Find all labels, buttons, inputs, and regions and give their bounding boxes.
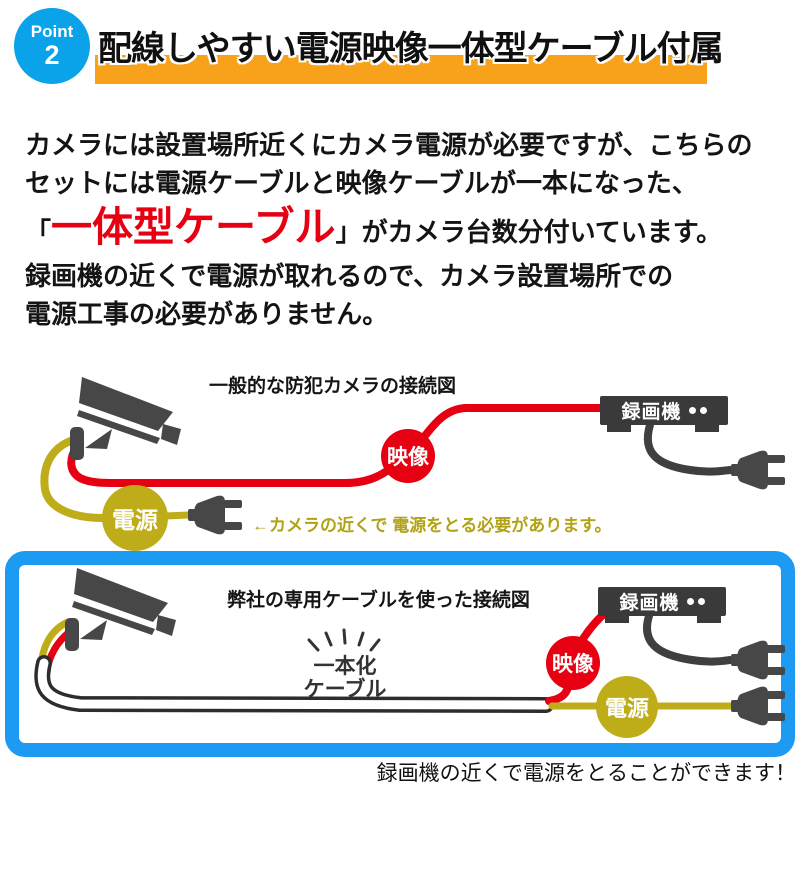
recorder-foot bbox=[607, 425, 631, 432]
recorder-power-cord bbox=[643, 421, 734, 476]
intro-line-1: カメラには設置場所近くにカメラ電源が必要ですが、こちらの bbox=[25, 130, 753, 160]
recorder-power-plug-icon bbox=[731, 640, 785, 680]
power-cable-stub bbox=[162, 511, 192, 520]
camera-icon bbox=[70, 377, 181, 460]
point-badge: Point 2 bbox=[14, 8, 90, 84]
camera-icon bbox=[65, 568, 176, 651]
footer-note: 録画機の近くで電源をとることができます！ bbox=[376, 762, 796, 785]
integrated-cable-label: 一本化 ケーブル bbox=[295, 655, 395, 701]
recorder-box: 録画機 bbox=[600, 396, 728, 425]
recorder-led-dots bbox=[688, 407, 707, 414]
recorder-foot bbox=[605, 616, 629, 623]
video-badge: 映像 bbox=[546, 636, 600, 690]
integrated-diagram-title: 弊社の専用ケーブルを使った接続図 bbox=[227, 590, 530, 611]
integrated-cable-core bbox=[37, 658, 551, 710]
generic-diagram-title: 一般的な防犯カメラの接続図 bbox=[209, 376, 457, 397]
recorder-box: 録画機 bbox=[598, 587, 726, 616]
video-cable bbox=[67, 404, 605, 488]
camera-power-plug-icon bbox=[731, 686, 785, 726]
video-badge: 映像 bbox=[381, 429, 435, 483]
integrated-diagram-group bbox=[34, 568, 785, 726]
power-cable bbox=[40, 436, 107, 522]
intro-line-4: 録画機の近くで電源が取れるので、カメラ設置場所での bbox=[25, 261, 674, 291]
power-badge: 電源 bbox=[596, 676, 658, 738]
recorder-foot bbox=[695, 425, 719, 432]
point-badge-number: 2 bbox=[44, 40, 60, 70]
intro-line-3: 「一体型ケーブル」がカメラ台数分付いています。 bbox=[25, 202, 795, 257]
emphasis-rays bbox=[307, 628, 381, 652]
intro-line-3-suffix: 」がカメラ台数分付いています。 bbox=[335, 217, 723, 247]
recorder-label: 録画機 bbox=[621, 402, 682, 423]
header-bar bbox=[95, 55, 707, 84]
recorder-power-plug-icon bbox=[731, 450, 785, 490]
recorder-foot bbox=[697, 616, 721, 623]
power-badge: 電源 bbox=[102, 485, 168, 551]
recorder-power-cord bbox=[643, 612, 734, 666]
intro-paragraph: カメラには設置場所近くにカメラ電源が必要ですが、こちらの セットには電源ケーブル… bbox=[25, 126, 795, 333]
recorder-led-dots bbox=[686, 598, 705, 605]
recorder-label: 録画機 bbox=[619, 593, 680, 614]
camera-power-plug-icon bbox=[188, 495, 242, 535]
intro-highlight-red: 一体型ケーブル bbox=[51, 204, 336, 250]
intro-line-5: 電源工事の必要がありません。 bbox=[25, 299, 389, 329]
integrated-cable-label-line2: ケーブル bbox=[303, 678, 387, 701]
intro-line-3-prefix: 「 bbox=[25, 217, 52, 247]
generic-diagram-group bbox=[40, 377, 785, 535]
point-badge-label: Point bbox=[30, 22, 74, 41]
generic-diagram-note: ←カメラの近くで 電源をとる必要があります。 bbox=[252, 516, 612, 535]
page-title: 配線しやすい電源映像一体型ケーブル付属 bbox=[98, 30, 724, 68]
intro-line-2: セットには電源ケーブルと映像ケーブルが一本になった、 bbox=[25, 168, 698, 198]
integrated-cable-label-line1: 一本化 bbox=[313, 655, 377, 678]
